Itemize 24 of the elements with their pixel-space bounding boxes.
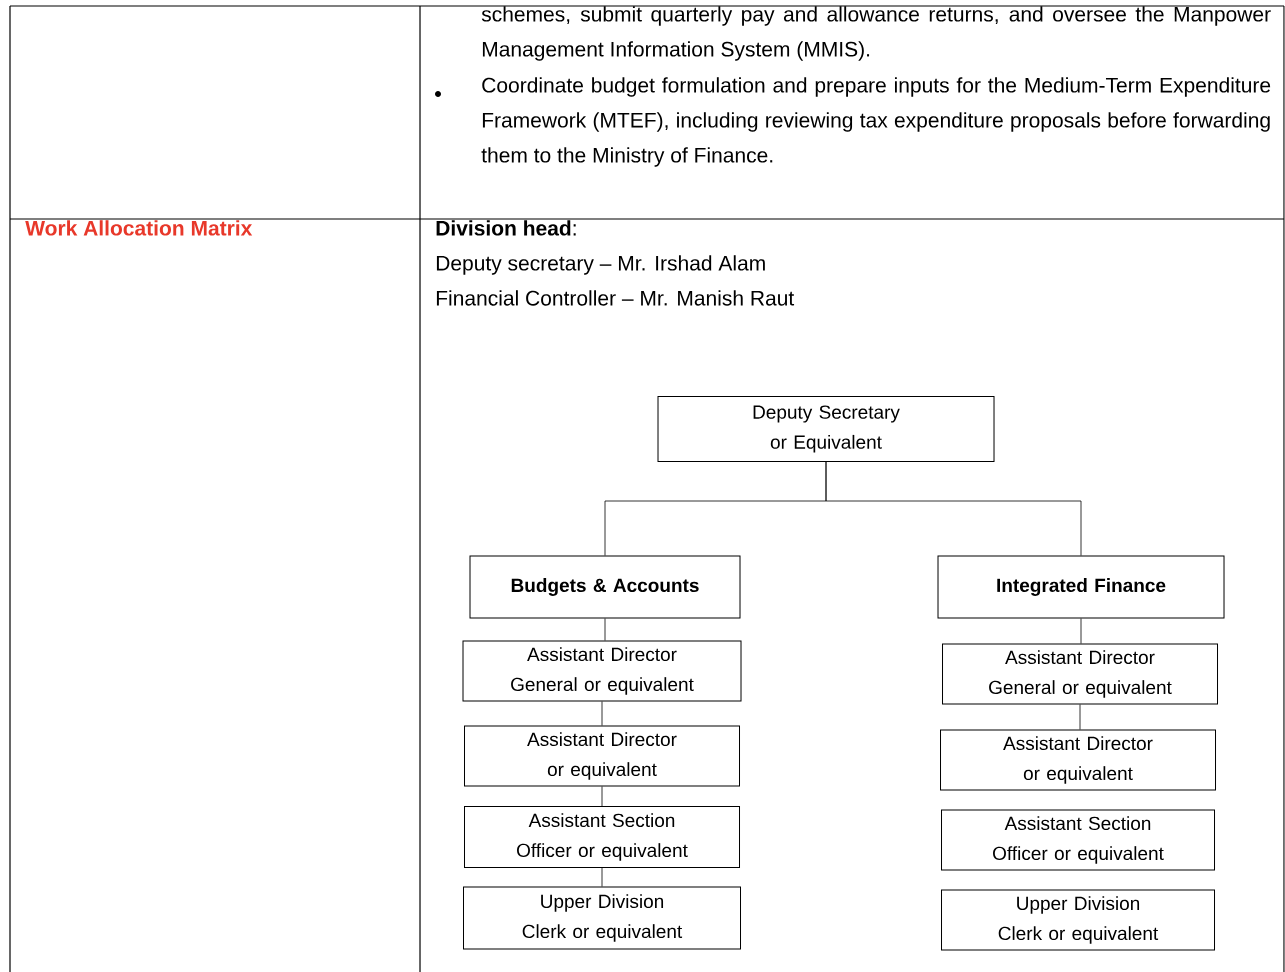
org-box: Assistant Director General or equivalent [462,640,742,702]
org-box: Integrated Finance [937,555,1225,619]
org-box: Assistant Director General or equivalent [942,643,1218,705]
org-box: Deputy Secretary or Equivalent [657,396,995,462]
connector-line [825,461,1082,556]
connector-line [1079,704,1081,730]
org-box: Assistant Director or equivalent [940,729,1216,791]
org-box: Upper Division Clerk or equivalent [941,889,1215,951]
text-line: Deputy secretary – Mr. Irshad Alam [436,255,765,275]
connector-line [601,867,603,887]
org-box: Upper Division Clerk or equivalent [463,886,741,950]
connector-line [604,618,606,641]
connector-line [601,786,603,807]
connector-line [601,701,603,726]
org-box: Budgets & Accounts [469,555,741,619]
text-line: Division head: [436,220,576,236]
row-heading: Work Allocation Matrix [25,220,253,236]
paragraph: schemes, submit quarterly pay and allowance returns, and oversee the Manpower Management Information System (MMIS). [481,6,1271,61]
connector-line [1080,618,1082,644]
text-line: Financial Controller – Mr. Manish Raut [436,290,795,306]
paragraph: Coordinate budget formulation and prepare inputs for the Medium-Term Expenditure Framework (MTEF), including reviewing tax expenditure proposals before forwarding them to the Ministry of Finance. [481,77,1271,167]
org-box: Assistant Director or equivalent [464,725,740,787]
org-box: Assistant Section Officer or equivalent [464,806,740,868]
org-box: Assistant Section Officer or equivalent [941,809,1215,871]
